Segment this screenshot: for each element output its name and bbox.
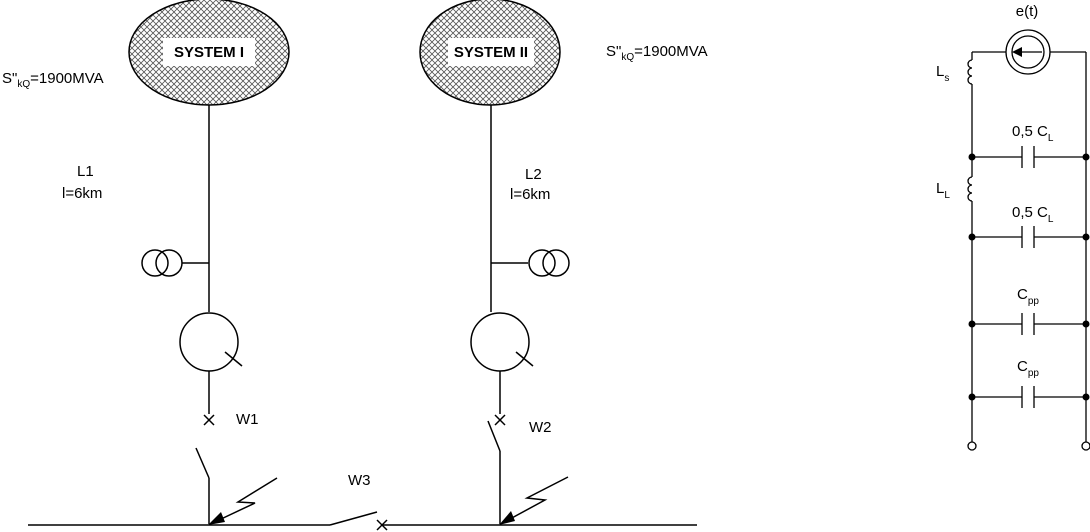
system-2: SYSTEM II	[419, 0, 561, 106]
capacitor-cpp-2	[968, 386, 1090, 408]
inductor-ls-label: Ls	[936, 63, 949, 84]
breaker-w3-label: W3	[348, 472, 371, 489]
line-2-length: l=6km	[510, 186, 550, 203]
capacitor-cpp-1	[968, 313, 1090, 335]
transformer-1-icon	[179, 312, 243, 372]
system-1-power: S"kQ=1900MVA	[2, 70, 104, 90]
current-transformer-2-icon	[491, 249, 570, 277]
line-2-name: L2	[525, 166, 542, 183]
transformer-2-icon	[470, 312, 534, 372]
capacitor-half-cl-2-label: 0,5 CL	[1012, 204, 1054, 225]
capacitor-cpp-2-label: Cpp	[1017, 358, 1039, 379]
breaker-w1-cross-icon	[203, 414, 215, 426]
breaker-w3-blade	[329, 511, 378, 526]
terminal-right-icon	[1081, 441, 1090, 451]
breaker-w2-label: W2	[529, 419, 552, 436]
capacitor-half-cl-1-label: 0,5 CL	[1012, 123, 1054, 144]
inductor-ls-icon	[967, 59, 973, 85]
current-source-icon	[1005, 29, 1051, 75]
capacitor-half-cl-1	[968, 146, 1090, 168]
system-1-label-box	[163, 38, 255, 66]
capacitor-cpp-1-label: Cpp	[1017, 286, 1039, 307]
breaker-w2-cross-icon	[494, 414, 506, 426]
breaker-w1-label: W1	[236, 411, 259, 428]
inductor-ll-icon	[967, 176, 973, 202]
equivalent-circuit: e(t) Ls LL 0,5 CL	[936, 3, 1090, 451]
fault-arrow-2-icon	[499, 476, 569, 525]
system-2-power: S"kQ=1900MVA	[606, 43, 708, 63]
line-1-name: L1	[77, 163, 94, 180]
capacitor-half-cl-2	[968, 226, 1090, 248]
source-label: e(t)	[1016, 3, 1039, 20]
current-transformer-1-icon	[141, 249, 209, 277]
breaker-w2-blade	[487, 420, 501, 452]
system-2-label: SYSTEM II	[454, 44, 528, 61]
line-1-length: l=6km	[62, 185, 102, 202]
system-2-label-box	[448, 38, 534, 66]
breaker-w3-cross-icon	[376, 519, 388, 531]
system-1-label: SYSTEM I	[174, 44, 244, 61]
system-1: SYSTEM I	[128, 0, 290, 106]
terminal-left-icon	[967, 441, 977, 451]
breaker-w1-blade	[195, 447, 210, 479]
inductor-ll-label: LL	[936, 180, 950, 201]
fault-arrow-1-icon	[208, 477, 278, 525]
